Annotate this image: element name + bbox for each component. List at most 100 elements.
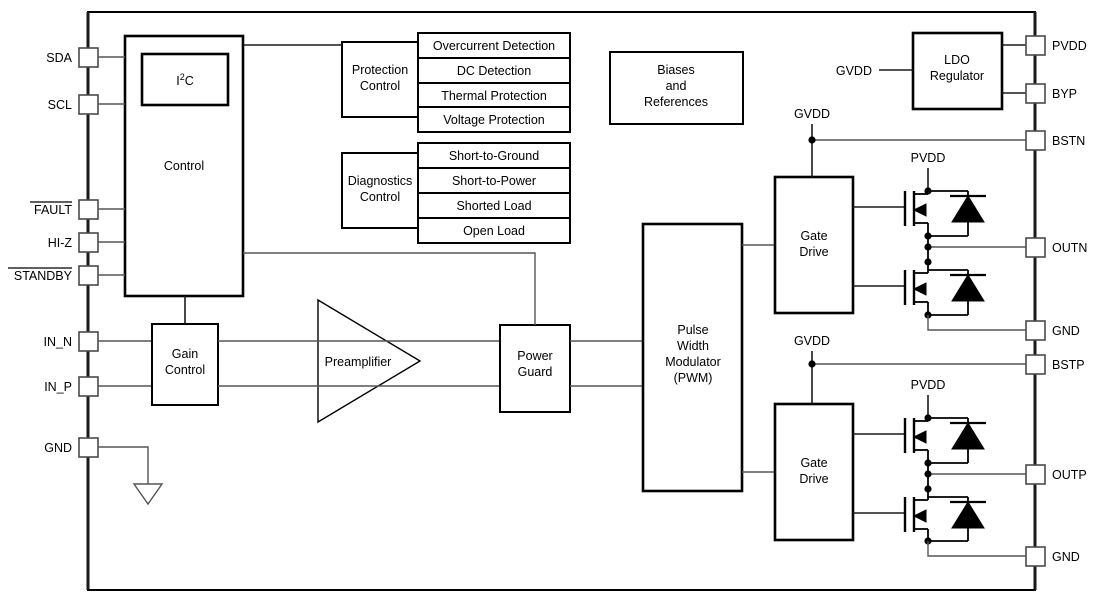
pin-outp[interactable] <box>1025 464 1046 485</box>
body-diode-hn-icon <box>951 195 985 223</box>
power-guard-label-1: Power <box>517 349 552 363</box>
diagnostics-item-label-1: Short-to-Power <box>452 174 536 188</box>
diagnostics-item-box-0 <box>417 142 571 169</box>
protection-item-label-1: DC Detection <box>457 64 531 78</box>
body-diode-lp-icon <box>951 501 985 529</box>
pin-byp-label: BYP <box>1052 87 1077 101</box>
protection-item-label-3: Voltage Protection <box>443 113 545 127</box>
pin-bstn[interactable] <box>1025 130 1046 151</box>
pin-scl[interactable] <box>78 94 99 115</box>
junction-gvdd-top <box>808 136 816 144</box>
pin-hiz-label: HI-Z <box>48 236 73 250</box>
pin-bstp[interactable] <box>1025 354 1046 375</box>
protection-item-box-3 <box>417 106 571 133</box>
wire-gnd-left <box>98 446 149 484</box>
biases-label-1: Biases <box>657 63 695 77</box>
pin-in-p-label: IN_P <box>44 380 72 394</box>
diagnostics-item-box-2 <box>417 192 571 219</box>
wire-control-to-power-guard <box>243 252 536 325</box>
pin-standby-label: STANDBY <box>14 269 73 283</box>
pin-fault[interactable] <box>78 199 99 220</box>
pvdd-top-fet-label: PVDD <box>911 151 946 165</box>
fet-hn-body-arrow-icon <box>912 203 927 217</box>
gvdd-ldo-label: GVDD <box>836 64 872 78</box>
pin-sda[interactable] <box>78 47 99 68</box>
pin-pvdd[interactable] <box>1025 35 1046 56</box>
pin-bstp-label: BSTP <box>1052 358 1085 372</box>
control-block-label: Control <box>164 159 204 173</box>
pin-gnd-left[interactable] <box>78 437 99 458</box>
pin-gnd-n-label: GND <box>1052 324 1080 338</box>
pin-outn[interactable] <box>1025 237 1046 258</box>
i2c-label-i: I <box>176 74 179 88</box>
diagnostics-item-label-3: Open Load <box>463 224 525 238</box>
pin-gnd-p-label: GND <box>1052 550 1080 564</box>
i2c-label-c: C <box>185 74 194 88</box>
pin-standby[interactable] <box>78 265 99 286</box>
pwm-label-3: Modulator <box>665 355 721 369</box>
pin-in-n-label: IN_N <box>44 335 72 349</box>
pin-sda-label: SDA <box>46 51 72 65</box>
biases-label-2: and <box>666 79 687 93</box>
protection-item-label-2: Thermal Protection <box>441 89 547 103</box>
ldo-label-1: LDO <box>944 53 970 67</box>
pin-gnd-left-label: GND <box>44 441 72 455</box>
i2c-label-sup: 2 <box>180 72 185 82</box>
diagnostics-control-block <box>341 152 419 229</box>
gate-drive-top-block <box>773 175 855 315</box>
gate-drive-top-label-2: Drive <box>799 245 828 259</box>
pwm-label-2: Width <box>677 339 709 353</box>
preamplifier-label: Preamplifier <box>325 355 392 369</box>
body-diode-hp-icon <box>951 422 985 450</box>
fet-lp-body-arrow-icon <box>912 509 927 523</box>
pwm-block <box>641 222 744 493</box>
gvdd-top-label: GVDD <box>794 107 830 121</box>
fet-hp-body-arrow-icon <box>912 430 927 444</box>
i2c-block <box>140 52 230 107</box>
ldo-regulator-block <box>911 31 1004 111</box>
i2c-block-label: I2C <box>176 72 194 88</box>
power-guard-label-2: Guard <box>518 365 553 379</box>
pin-outp-label: OUTP <box>1052 468 1087 482</box>
diagnostics-item-label-0: Short-to-Ground <box>449 149 539 163</box>
pin-byp[interactable] <box>1025 83 1046 104</box>
pin-outn-label: OUTN <box>1052 241 1087 255</box>
ldo-label-2: Regulator <box>930 69 984 83</box>
ground-triangle-icon <box>132 483 164 506</box>
pwm-label-4: (PWM) <box>674 371 713 385</box>
protection-item-box-1 <box>417 57 571 84</box>
biases-label-3: References <box>644 95 708 109</box>
pin-in-p[interactable] <box>78 376 99 397</box>
gain-control-label-1: Gain <box>172 347 198 361</box>
diagnostics-item-box-3 <box>417 217 571 244</box>
gate-drive-bottom-block <box>773 402 855 542</box>
pin-pvdd-label: PVDD <box>1052 39 1087 53</box>
gain-control-block <box>151 323 219 406</box>
diagnostics-item-label-2: Shorted Load <box>456 199 531 213</box>
wire-gnd-p-node <box>927 541 1026 557</box>
protection-item-label-0: Overcurrent Detection <box>433 39 555 53</box>
body-diode-ln-icon <box>951 274 985 302</box>
pin-gnd-n[interactable] <box>1025 320 1046 341</box>
pvdd-bottom-fet-label: PVDD <box>911 378 946 392</box>
junction-gvdd-bottom <box>808 360 816 368</box>
protection-control-label-2: Control <box>360 79 400 93</box>
pin-scl-label: SCL <box>48 98 72 112</box>
pin-hiz[interactable] <box>78 232 99 253</box>
diagnostics-control-label: Diagnostics <box>348 174 413 188</box>
preamplifier-block <box>317 298 422 424</box>
diagnostics-control-label-2: Control <box>360 190 400 204</box>
protection-control-block <box>341 41 419 118</box>
wire-gnd-n-node <box>927 315 1026 331</box>
pin-gnd-p[interactable] <box>1025 546 1046 567</box>
power-guard-block <box>499 324 571 413</box>
fet-ln-body-arrow-icon <box>912 282 927 296</box>
protection-control-label: Protection <box>352 63 408 77</box>
gate-drive-bottom-label-1: Gate <box>800 456 827 470</box>
pwm-label-1: Pulse <box>677 323 708 337</box>
pin-in-n[interactable] <box>78 331 99 352</box>
protection-item-box-0 <box>417 32 571 59</box>
biases-references-block <box>609 51 744 125</box>
gvdd-bottom-label: GVDD <box>794 334 830 348</box>
